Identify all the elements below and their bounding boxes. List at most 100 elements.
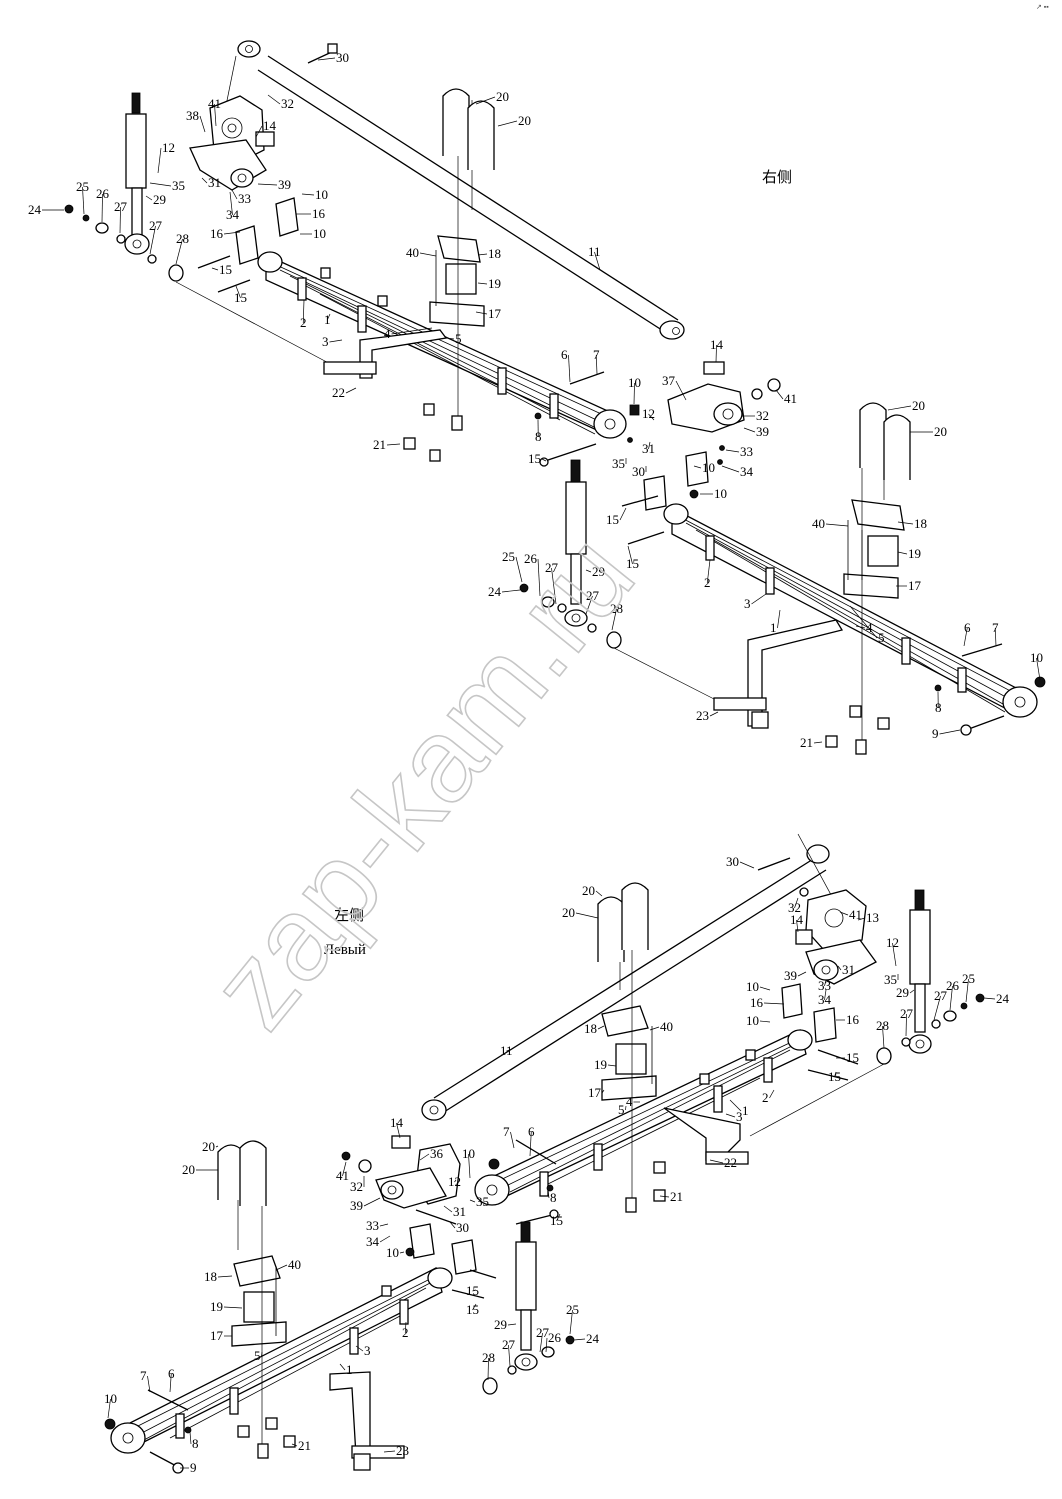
upper-callout-3: 3 [744, 596, 751, 611]
upper-leader-line [744, 428, 755, 432]
upper-leader-line [268, 95, 280, 104]
lower-callout-26: 26 [548, 1330, 562, 1345]
lower-leader-line [364, 1198, 380, 1206]
upper-left-nuts [404, 404, 440, 461]
lower-callout-2: 2 [402, 1325, 409, 1340]
upper-leader-line [478, 283, 487, 284]
upper-left-shock [125, 93, 149, 254]
lower-leader-line [470, 1200, 475, 1202]
lower-leader-line [548, 1190, 549, 1198]
upper-callout-29: 29 [153, 192, 166, 207]
upper-callout-5: 5 [878, 630, 885, 645]
upper-leader-line [888, 406, 911, 410]
lower-callout-20: 20 [582, 883, 595, 898]
lower-callout-19: 19 [594, 1057, 607, 1072]
lower-leader-line [508, 1324, 516, 1325]
lower-leader-line [340, 1364, 345, 1370]
lower-callout-15: 15 [466, 1283, 479, 1298]
upper-callout-20: 20 [518, 113, 531, 128]
upper-callout-10: 10 [313, 226, 326, 241]
lower-callout-15: 15 [828, 1069, 841, 1084]
lower-callout-10: 10 [386, 1245, 399, 1260]
lower-callout-20: 20 [182, 1162, 195, 1177]
upper-callout-18: 18 [488, 246, 501, 261]
upper-callout-33: 33 [740, 444, 753, 459]
lower-callout-31: 31 [842, 962, 855, 977]
lower-left-u-bolts [218, 1141, 266, 1206]
lower-stabilizer-bar [422, 834, 836, 1120]
upper-callout-15: 15 [219, 262, 232, 277]
lower-callout-10: 10 [746, 1013, 759, 1028]
lower-callout-39: 39 [784, 968, 797, 983]
upper-callout-34: 34 [740, 464, 754, 479]
upper-leader-line [318, 58, 335, 60]
upper-leader-line [569, 355, 571, 382]
upper-callout-14: 14 [263, 118, 277, 133]
lower-callout-18: 18 [204, 1269, 217, 1284]
lower-callout-30: 30 [726, 854, 739, 869]
lower-callout-29: 29 [494, 1317, 507, 1332]
upper-callout-17: 17 [908, 578, 922, 593]
lower-callout-10: 10 [746, 979, 759, 994]
lower-callout-20: 20 [202, 1139, 215, 1154]
upper-callout-20: 20 [934, 424, 947, 439]
upper-callout-1: 1 [770, 620, 777, 635]
lower-left-shock [483, 1222, 574, 1394]
lower-callout-1: 1 [742, 1103, 749, 1118]
lower-leader-line [224, 1307, 242, 1308]
lower-leader-line [596, 891, 602, 896]
upper-callout-23: 23 [696, 708, 709, 723]
upper-callout-41: 41 [784, 391, 797, 406]
lower-callout-36: 36 [430, 1146, 444, 1161]
lower-callout-2: 2 [762, 1090, 769, 1105]
upper-leader-line [146, 196, 152, 200]
bolt-30 [308, 44, 337, 63]
upper-callout-27: 27 [149, 218, 163, 233]
lower-callout-34: 34 [818, 992, 832, 1007]
lower-callout-23: 23 [396, 1443, 409, 1458]
lower-callout-10: 10 [462, 1146, 475, 1161]
upper-callout-37: 37 [662, 373, 676, 388]
lower-leader-line [276, 1265, 287, 1270]
upper-callout-8: 8 [935, 700, 942, 715]
lower-callout-21: 21 [298, 1438, 311, 1453]
upper-leader-line [620, 508, 626, 520]
upper-right-frame-bracket [714, 620, 842, 728]
upper-leader-line [202, 178, 207, 183]
upper-callout-27: 27 [114, 199, 128, 214]
lower-callout-7: 7 [140, 1368, 147, 1383]
lower-callout-22: 22 [724, 1155, 737, 1170]
upper-callout-39: 39 [756, 424, 769, 439]
lower-leader-line [608, 1065, 616, 1066]
upper-callout-19: 19 [488, 276, 501, 291]
lower-leader-line [216, 1146, 218, 1147]
upper-callout-41: 41 [208, 96, 221, 111]
upper-leader-line [778, 610, 781, 628]
lower-callout-14: 14 [790, 912, 804, 927]
lower-leader-line [218, 1276, 232, 1277]
upper-callout-20: 20 [496, 89, 509, 104]
lower-callout-26: 26 [946, 978, 960, 993]
lower-callout-24: 24 [996, 991, 1010, 1006]
upper-callout-18: 18 [914, 516, 927, 531]
upper-callout-15: 15 [234, 290, 247, 305]
upper-leader-line [726, 450, 739, 452]
upper-callout-8: 8 [535, 429, 542, 444]
lower-callout-30: 30 [456, 1220, 469, 1235]
upper-leader-line [150, 183, 171, 186]
lower-callout-17: 17 [588, 1085, 602, 1100]
lower-callout-24: 24 [586, 1331, 600, 1346]
upper-callout-3: 3 [322, 334, 329, 349]
lower-callout-7: 7 [503, 1124, 510, 1139]
upper-callout-35: 35 [612, 456, 625, 471]
lower-callout-15: 15 [550, 1213, 563, 1228]
upper-callout-9: 9 [932, 726, 939, 741]
upper-callout-6: 6 [964, 620, 971, 635]
lower-callout-35: 35 [476, 1194, 489, 1209]
upper-callout-40: 40 [406, 245, 419, 260]
lower-callout-5: 5 [254, 1348, 261, 1363]
lower-callout-32: 32 [350, 1179, 363, 1194]
upper-callout-2: 2 [704, 575, 711, 590]
upper-right-u-bolts [860, 403, 910, 480]
